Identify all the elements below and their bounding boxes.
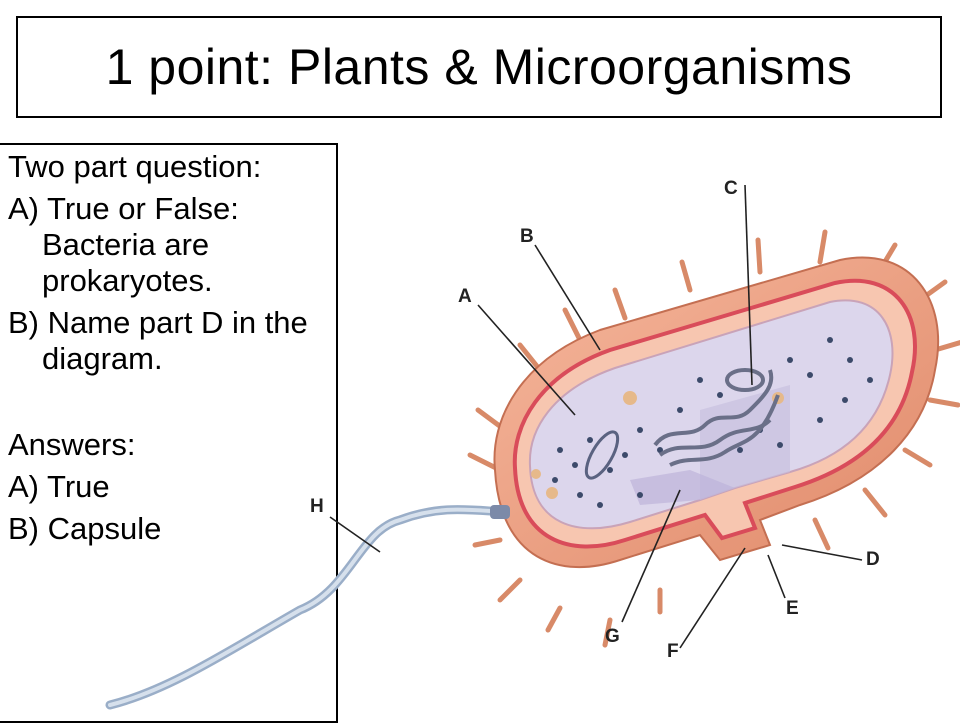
answer-b: B) Capsule <box>8 511 162 546</box>
question-part-a: A) True or False: Bacteria are prokaryot… <box>8 191 239 298</box>
answers-heading: Answers: <box>8 427 136 462</box>
page-title: 1 point: Plants & Microorganisms <box>105 39 853 95</box>
question-part-b: B) Name part D in the diagram. <box>8 305 308 376</box>
question-panel: Two part question: A) True or False: Bac… <box>0 143 338 723</box>
question-intro: Two part question: <box>8 149 262 184</box>
nucleoid <box>653 368 780 467</box>
answer-a: A) True <box>8 469 110 504</box>
label-a: A <box>458 286 472 307</box>
label-f: F <box>667 641 679 662</box>
label-d: D <box>866 549 880 570</box>
label-e: E <box>786 598 799 619</box>
label-g: G <box>605 626 620 647</box>
label-b: B <box>520 226 534 247</box>
label-c: C <box>724 178 738 199</box>
bacteria-diagram: A B C D E F G H <box>105 178 960 710</box>
plasmid <box>584 430 620 480</box>
label-h: H <box>310 496 324 517</box>
title-box: 1 point: Plants & Microorganisms <box>16 16 942 118</box>
